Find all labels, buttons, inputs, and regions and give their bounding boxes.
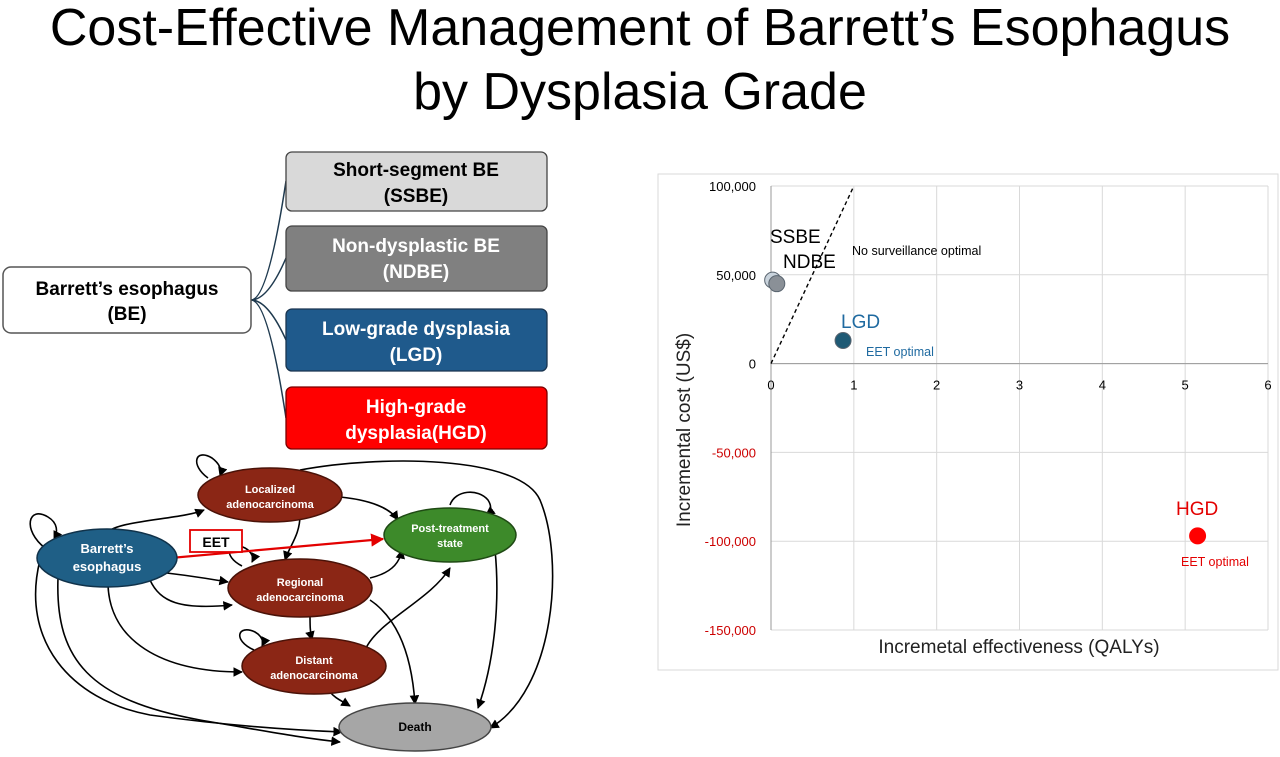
node-death-label: Death bbox=[398, 720, 431, 734]
data-point-hgd bbox=[1189, 527, 1207, 545]
tree-root-box bbox=[2, 266, 252, 334]
node-barretts-label-2: esophagus bbox=[73, 559, 142, 574]
chart-x-axis-label: Incremetal effectiveness (QALYs) bbox=[878, 637, 1159, 658]
y-tick-label-5: -150,000 bbox=[705, 623, 756, 638]
chart-ticks: 100,000 50,000 0 -50,000 -100,000 -150,000 0 1 2… bbox=[705, 179, 1272, 638]
data-point-lgd bbox=[834, 332, 852, 350]
node-post-label-2: state bbox=[437, 538, 463, 550]
markov-diagram: EET Barrett’s esophagus Localized adenoc… bbox=[29, 454, 554, 752]
node-post-treatment-state bbox=[383, 507, 517, 563]
x-tick-label-3: 3 bbox=[1016, 378, 1023, 393]
node-regional-adenocarcinoma bbox=[227, 558, 373, 618]
markov-arrows bbox=[29, 454, 554, 746]
tree-root-label-1: Barrett’s esophagus bbox=[35, 279, 218, 300]
node-distant-adenocarcinoma bbox=[241, 637, 387, 695]
decision-tree: Barrett’s esophagus (BE) Short-segment B… bbox=[2, 151, 548, 450]
threshold-line bbox=[770, 185, 855, 364]
tree-box-ndbe bbox=[285, 225, 548, 292]
annotation-no-surveillance: No surveillance optimal bbox=[852, 244, 981, 258]
x-tick-label-5: 5 bbox=[1182, 378, 1189, 393]
chart-y-axis-label: Incremental cost (US$) bbox=[674, 333, 695, 527]
tree-root-label-2: (BE) bbox=[107, 304, 146, 325]
node-distant-label-2: adenocarcinoma bbox=[270, 670, 358, 682]
x-tick-label-2: 2 bbox=[933, 378, 940, 393]
node-regional-label-1: Regional bbox=[277, 577, 323, 589]
chart-axes bbox=[770, 186, 1268, 630]
node-distant-label-1: Distant bbox=[295, 655, 333, 667]
annotation-eet-optimal-hgd: EET optimal bbox=[1181, 555, 1249, 569]
tree-box-hgd-label-1: High-grade bbox=[366, 397, 466, 418]
node-post-label-1: Post-treatment bbox=[411, 523, 489, 535]
tree-box-lgd-label-2: (LGD) bbox=[390, 345, 443, 366]
node-regional-label-2: adenocarcinoma bbox=[256, 592, 344, 604]
y-tick-label-0: 100,000 bbox=[709, 179, 756, 194]
point-label-ndbe: NDBE bbox=[783, 252, 836, 273]
tree-box-ssbe bbox=[285, 151, 548, 212]
eet-label-box bbox=[189, 529, 243, 553]
node-barretts-esophagus bbox=[36, 528, 178, 588]
eet-arrow bbox=[147, 533, 385, 562]
chart-marks bbox=[764, 185, 1207, 545]
node-localized-label-2: adenocarcinoma bbox=[226, 499, 314, 511]
y-tick-label-3: -50,000 bbox=[712, 445, 756, 460]
point-label-hgd: HGD bbox=[1176, 499, 1218, 520]
y-tick-label-2: 0 bbox=[749, 357, 756, 372]
x-tick-label-6: 6 bbox=[1264, 378, 1271, 393]
page-title-line-1: Cost-Effective Management of Barrett’s E… bbox=[49, 0, 1231, 57]
point-label-ssbe: SSBE bbox=[770, 227, 821, 248]
cost-effectiveness-chart: 100,000 50,000 0 -50,000 -100,000 -150,000 0 1 2… bbox=[657, 173, 1279, 671]
chart-area bbox=[657, 173, 1279, 671]
y-tick-label-1: 50,000 bbox=[716, 268, 756, 283]
node-localized-label-1: Localized bbox=[245, 484, 295, 496]
tree-box-lgd-label-1: Low-grade dysplasia bbox=[322, 319, 510, 340]
tree-box-lgd bbox=[285, 308, 548, 372]
data-point-ndbe bbox=[768, 275, 786, 293]
tree-box-ndbe-label-2: (NDBE) bbox=[383, 262, 450, 283]
y-tick-label-4: -100,000 bbox=[705, 534, 756, 549]
tree-connectors bbox=[250, 180, 287, 419]
point-label-lgd: LGD bbox=[841, 312, 880, 333]
node-localized-adenocarcinoma bbox=[197, 467, 343, 523]
tree-box-ssbe-label-1: Short-segment BE bbox=[333, 160, 499, 181]
tree-box-ssbe-label-2: (SSBE) bbox=[384, 186, 448, 207]
node-death bbox=[338, 702, 492, 752]
node-barretts-label-1: Barrett’s bbox=[81, 541, 134, 556]
tree-box-ndbe-label-1: Non-dysplastic BE bbox=[332, 236, 500, 257]
tree-box-hgd-label-2: dysplasia(HGD) bbox=[345, 423, 486, 444]
x-tick-label-1: 1 bbox=[850, 378, 857, 393]
eet-label: EET bbox=[202, 534, 230, 550]
tree-box-hgd bbox=[285, 386, 548, 450]
x-tick-label-0: 0 bbox=[767, 378, 774, 393]
page-title-line-2: by Dysplasia Grade bbox=[413, 63, 867, 121]
annotation-eet-optimal-lgd: EET optimal bbox=[866, 345, 934, 359]
x-tick-label-4: 4 bbox=[1099, 378, 1106, 393]
